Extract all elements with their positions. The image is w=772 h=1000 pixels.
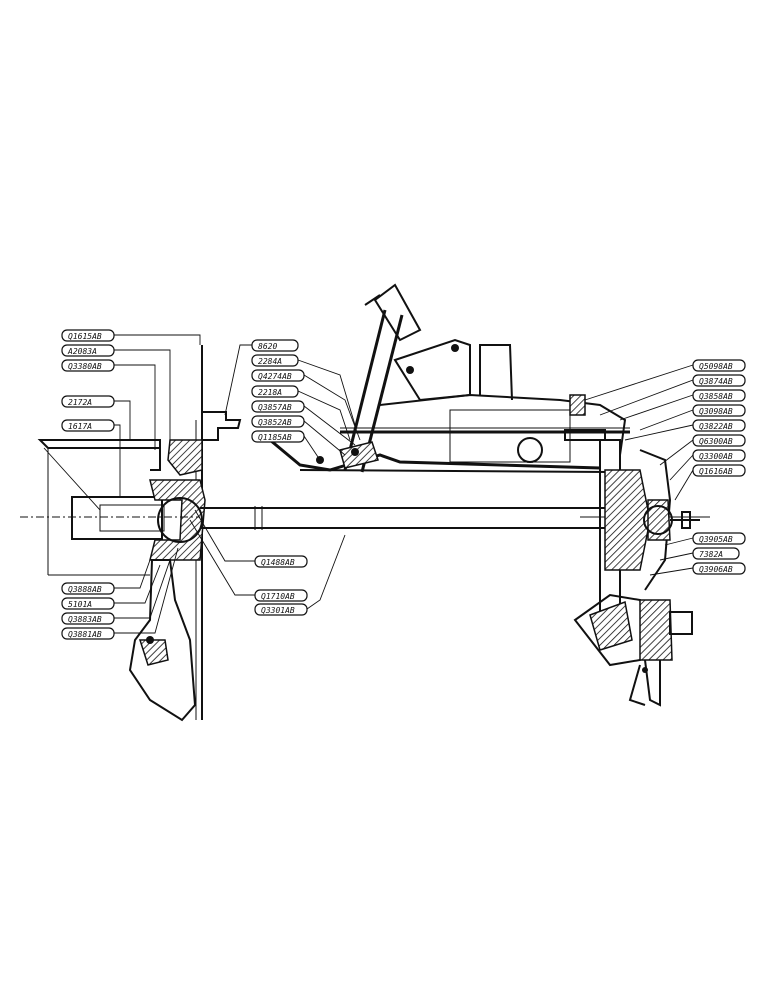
svg-text:Q1710AB: Q1710AB	[261, 592, 295, 601]
svg-text:Q5098AB: Q5098AB	[699, 362, 733, 371]
callout-label: 1617A	[61, 419, 115, 432]
svg-text:Q3098AB: Q3098AB	[699, 407, 733, 416]
svg-text:Q3906AB: Q3906AB	[699, 565, 733, 574]
svg-text:Q3858AB: Q3858AB	[699, 392, 733, 401]
center-callouts: Q1488AB Q1710AB Q3301AB	[189, 509, 346, 616]
right-gearbox	[573, 439, 700, 707]
svg-text:Q1185AB: Q1185AB	[258, 433, 292, 442]
callout-label: 2218A	[251, 385, 299, 398]
lower-left-callouts: Q3888AB 5101A Q3883AB Q3881AB	[61, 547, 179, 640]
callout-label: Q1710AB	[254, 589, 308, 602]
svg-text:Q4274AB: Q4274AB	[258, 372, 292, 381]
callout-label: Q3822AB	[692, 419, 746, 432]
callout-label: Q6300AB	[692, 434, 746, 447]
callout-label: Q3852AB	[251, 415, 305, 428]
callout-label: 8620	[251, 339, 299, 352]
svg-text:2218A: 2218A	[258, 388, 282, 397]
svg-text:Q3881AB: Q3881AB	[68, 630, 102, 639]
right-callouts: Q5098AB Q3874AB Q3858AB Q3098AB Q3822AB …	[584, 359, 746, 501]
svg-text:2172A: 2172A	[68, 398, 92, 407]
svg-text:5101A: 5101A	[68, 600, 92, 609]
svg-text:Q3822AB: Q3822AB	[699, 422, 733, 431]
callout-label: Q3098AB	[692, 404, 746, 417]
callout-label: Q3881AB	[61, 627, 115, 640]
callout-label: A2083A	[61, 344, 115, 357]
callout-label: Q3905AB	[692, 532, 746, 545]
svg-text:8620: 8620	[258, 342, 277, 351]
callout-label: Q1615AB	[61, 329, 115, 342]
svg-text:Q3888AB: Q3888AB	[68, 585, 102, 594]
callout-label: Q3300AB	[692, 449, 746, 462]
svg-text:Q3905AB: Q3905AB	[699, 535, 733, 544]
callout-label: Q3888AB	[61, 582, 115, 595]
svg-text:Q3380AB: Q3380AB	[68, 362, 102, 371]
callout-label: Q1616AB	[692, 464, 746, 477]
svg-text:Q3852AB: Q3852AB	[258, 418, 292, 427]
svg-text:Q1615AB: Q1615AB	[68, 332, 102, 341]
svg-text:A2083A: A2083A	[67, 347, 97, 356]
callout-label: Q3858AB	[692, 389, 746, 402]
callout-label: Q3301AB	[254, 603, 308, 616]
callout-label: 7382A	[692, 547, 740, 560]
right-lower-callouts: Q3905AB 7382A Q3906AB	[649, 532, 746, 576]
callout-label: Q3380AB	[61, 359, 115, 372]
svg-text:Q6300AB: Q6300AB	[699, 437, 733, 446]
callout-label: Q5098AB	[692, 359, 746, 372]
left-housing	[20, 345, 242, 722]
callout-label: Q3874AB	[692, 374, 746, 387]
svg-text:Q3301AB: Q3301AB	[261, 606, 295, 615]
callout-label: 2284A	[251, 354, 299, 367]
callout-label: Q1488AB	[254, 555, 308, 568]
upper-housing	[269, 283, 630, 473]
svg-text:7382A: 7382A	[699, 550, 723, 559]
left-callouts: Q1615AB A2083A Q3380AB 2172A 1617A	[43, 329, 201, 511]
callout-label: 5101A	[61, 597, 115, 610]
svg-text:1617A: 1617A	[68, 422, 92, 431]
callout-label: Q1185AB	[251, 430, 305, 443]
top-callouts: 8620 2284A Q4274AB 2218A Q3857AB Q3852AB…	[224, 339, 361, 461]
callout-label: Q4274AB	[251, 369, 305, 382]
svg-text:Q3857AB: Q3857AB	[258, 403, 292, 412]
svg-text:Q3300AB: Q3300AB	[699, 452, 733, 461]
callout-label: 2172A	[61, 395, 115, 408]
svg-text:2284A: 2284A	[258, 357, 282, 366]
callout-label: Q3906AB	[692, 562, 746, 575]
svg-text:Q3883AB: Q3883AB	[68, 615, 102, 624]
callout-label: Q3883AB	[61, 612, 115, 625]
svg-text:Q1616AB: Q1616AB	[699, 467, 733, 476]
svg-text:Q1488AB: Q1488AB	[261, 558, 295, 567]
svg-text:Q3874AB: Q3874AB	[699, 377, 733, 386]
callout-label: Q3857AB	[251, 400, 305, 413]
